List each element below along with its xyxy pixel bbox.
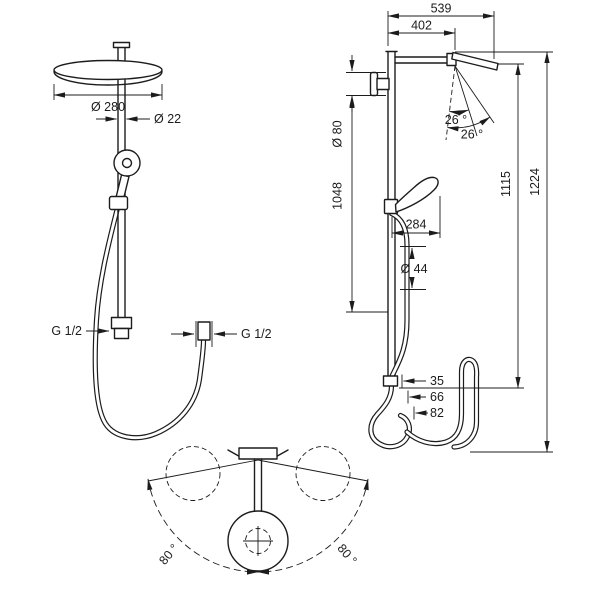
dim-label-tilt-upper: 26 °: [445, 113, 467, 127]
dim-label-hose-diameter: Ø 44: [400, 262, 427, 276]
supply-fitting-lower: [113, 327, 130, 340]
dim-label-arm-reach: 402: [411, 19, 432, 33]
shower-arm-side: [394, 56, 450, 64]
tilt-ray-center: [445, 65, 456, 141]
hand-shower-center-detail: [121, 157, 133, 169]
dim-label-swivel-right: 80 °: [335, 541, 360, 567]
arm-column-top: [253, 458, 263, 514]
extension-lines-heights: [399, 51, 553, 453]
swivel-arc-left: [147, 478, 259, 575]
hand-shower-side: [394, 176, 439, 213]
swivel-ray-right: [257, 459, 369, 482]
overhead-shower-rim: [53, 70, 163, 86]
dim-label-tilt-lower: 26 °: [461, 128, 483, 142]
extension-lines-thread-right: [195, 321, 213, 347]
dim-label-head-offset: Ø 80: [331, 120, 345, 147]
supply-hose-loop-inner: [369, 384, 411, 449]
dim-label-offset-b: 66: [430, 390, 444, 404]
hand-shower-hose-side: [388, 210, 410, 380]
front-view: Ø 280 Ø 22 G 1/2 G 1/2: [51, 41, 272, 441]
overhead-shower-front: [53, 59, 163, 81]
dim-label-thread-right: G 1/2: [241, 327, 272, 341]
hand-shower-holder-front: [108, 195, 129, 211]
dim-label-swivel-left: 80 °: [156, 541, 181, 567]
side-view: 26 ° 26 ° 539 402 Ø 80 1048 284 Ø 44 111…: [331, 2, 553, 453]
hanging-hose-end-inner: [405, 358, 479, 449]
dim-label-offset-a: 35: [430, 374, 444, 388]
top-view: 80 ° 80 °: [147, 446, 369, 575]
tilt-arc-upper: [449, 109, 469, 116]
hose-end-fitting: [197, 321, 211, 341]
dim-label-hand-shower: 284: [406, 218, 427, 232]
swivel-arc-right: [257, 478, 369, 575]
supply-fitting-front: [110, 316, 133, 330]
dim-label-overall-height: 1224: [528, 168, 542, 196]
dim-label-head-diameter: Ø 280: [91, 100, 125, 114]
dim-label-overall-reach: 539: [431, 2, 452, 16]
pipe-top-cap: [112, 41, 131, 49]
dim-label-column-length: 1048: [331, 182, 345, 210]
swivel-ray-left: [147, 459, 259, 482]
extension-lines-hose-diameter: [400, 246, 426, 290]
dim-label-pipe-diameter: Ø 22: [154, 112, 181, 126]
tilt-ray-outer: [454, 65, 495, 124]
ticks-hose-offsets: [401, 374, 415, 420]
overhead-shower-side: [451, 51, 499, 71]
dim-label-thread-left: G 1/2: [51, 324, 82, 338]
pipe-bottom-fitting: [382, 375, 399, 387]
dim-label-offset-c: 82: [430, 406, 444, 420]
tilt-arc-lower: [447, 116, 491, 132]
extension-lines-head-diameter: [53, 84, 163, 100]
hand-shower-head-front: [113, 149, 141, 177]
shower-hose-front-inner: [93, 208, 205, 440]
wall-bracket-top: [238, 447, 278, 460]
hand-shower-hose-side-inner: [390, 212, 409, 379]
wall-bracket-arm: [376, 77, 390, 91]
swiveled-head-outline-left: [165, 446, 221, 501]
dim-label-height-inner: 1115: [499, 171, 513, 197]
swiveled-head-outline-right: [295, 446, 351, 501]
